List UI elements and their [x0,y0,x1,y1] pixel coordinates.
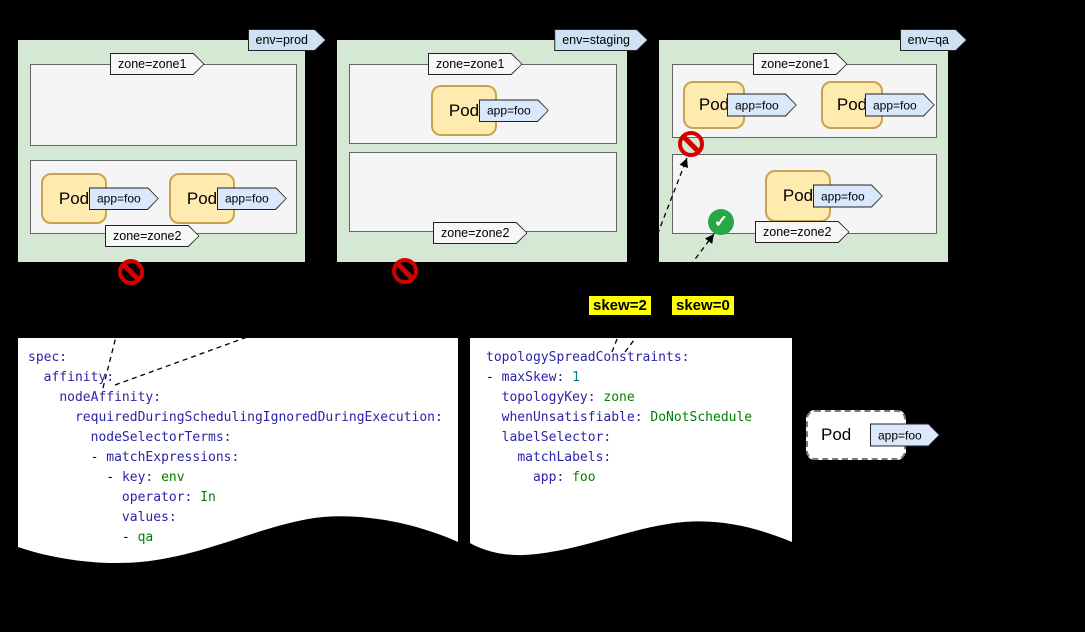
qa-zone1-tag: zone=zone1 [753,53,847,75]
pending-pod: Pod app=foo [806,410,922,460]
cluster-staging: env=staging Pod app=foo zone=zone1 zone=… [337,33,630,284]
pod-label: Pod [836,95,868,114]
pod-label: Pod [58,188,90,208]
prod-zone2-tag: zone=zone2 [105,225,199,247]
staging-zone2-box [349,152,617,232]
document-shape [470,338,792,556]
pod: Pod app=foo [41,173,141,224]
prohibited-icon-prod [118,259,144,285]
env-prod-tag: env=prod [248,29,326,51]
skew-0-label: skew=0 [672,296,734,315]
cluster-qa: env=qa Pod app=foo Pod app=foo zone=zone… [659,33,949,262]
prohibited-icon-staging [392,258,418,284]
pod-label: Pod [698,95,730,114]
env-staging-tag-label: env=staging [562,33,630,47]
staging-zone2-tag-label: zone=zone2 [441,226,510,240]
prod-zone2-tag-label: zone=zone2 [113,229,182,243]
staging-zone1-box: Pod app=foo [349,64,617,144]
app-foo-tag-label: app=foo [878,428,922,442]
skew-2-text: skew=2 [593,297,647,314]
app-foo-tag: app=foo [813,185,883,208]
staging-zone1-tag: zone=zone1 [428,53,522,75]
pod: Pod app=foo [765,170,865,222]
app-foo-tag: app=foo [727,94,797,117]
node-affinity-yaml-doc: spec: affinity: nodeAffinity: requiredDu… [18,338,458,570]
pod: Pod app=foo [683,81,779,129]
app-foo-tag-label: app=foo [225,191,269,206]
qa-zone2-tag-label: zone=zone2 [763,225,832,239]
app-foo-tag: app=foo [217,187,287,210]
app-foo-tag: app=foo [89,187,159,210]
app-foo-tag-label: app=foo [97,191,141,206]
prohibited-icon-qa-zone1 [678,131,704,157]
env-prod-tag-label: env=prod [255,33,308,47]
pod: Pod app=foo [169,173,269,224]
qa-zone1-tag-label: zone=zone1 [761,57,830,71]
app-foo-tag: app=foo [865,94,935,117]
env-qa-tag-label: env=qa [907,33,949,47]
topology-spread-yaml-code: topologySpreadConstraints:- maxSkew: 1 t… [486,350,753,485]
app-foo-tag: app=foo [479,99,549,122]
staging-zone2-tag: zone=zone2 [433,222,527,244]
prod-zone1-tag: zone=zone1 [110,53,204,75]
document-shape [18,338,458,564]
qa-zone2-tag: zone=zone2 [755,221,849,243]
app-foo-tag-label: app=foo [735,98,779,112]
cluster-prod: env=prod zone=zone1 Pod app=foo Pod app=… [18,33,308,285]
app-foo-tag-label: app=foo [487,103,531,118]
pod-label: Pod [186,188,218,208]
staging-zone1-tag-label: zone=zone1 [436,57,505,71]
pod-label: Pod [448,100,480,120]
pod: Pod app=foo [431,85,531,136]
node-affinity-yaml-code: spec: affinity: nodeAffinity: requiredDu… [28,350,443,545]
allowed-icon-qa-zone2: ✓ [708,209,734,235]
check-glyph: ✓ [713,212,729,231]
env-staging-tag: env=staging [554,29,648,51]
skew-0-text: skew=0 [676,297,730,314]
app-foo-tag: app=foo [870,424,940,447]
app-foo-tag-label: app=foo [873,98,917,112]
app-foo-tag-label: app=foo [821,189,865,203]
prod-zone1-box [30,64,297,146]
skew-2-label: skew=2 [589,296,651,315]
prod-zone2-box: Pod app=foo Pod app=foo [30,160,297,234]
pod-label: Pod [782,186,814,205]
pod: Pod app=foo [821,81,917,129]
prod-zone1-tag-label: zone=zone1 [118,57,187,71]
qa-zone1-box: Pod app=foo Pod app=foo [672,64,937,138]
topology-spread-yaml-doc: topologySpreadConstraints:- maxSkew: 1 t… [470,338,792,560]
env-qa-tag: env=qa [900,29,967,51]
pending-pod-label: Pod [821,425,852,444]
